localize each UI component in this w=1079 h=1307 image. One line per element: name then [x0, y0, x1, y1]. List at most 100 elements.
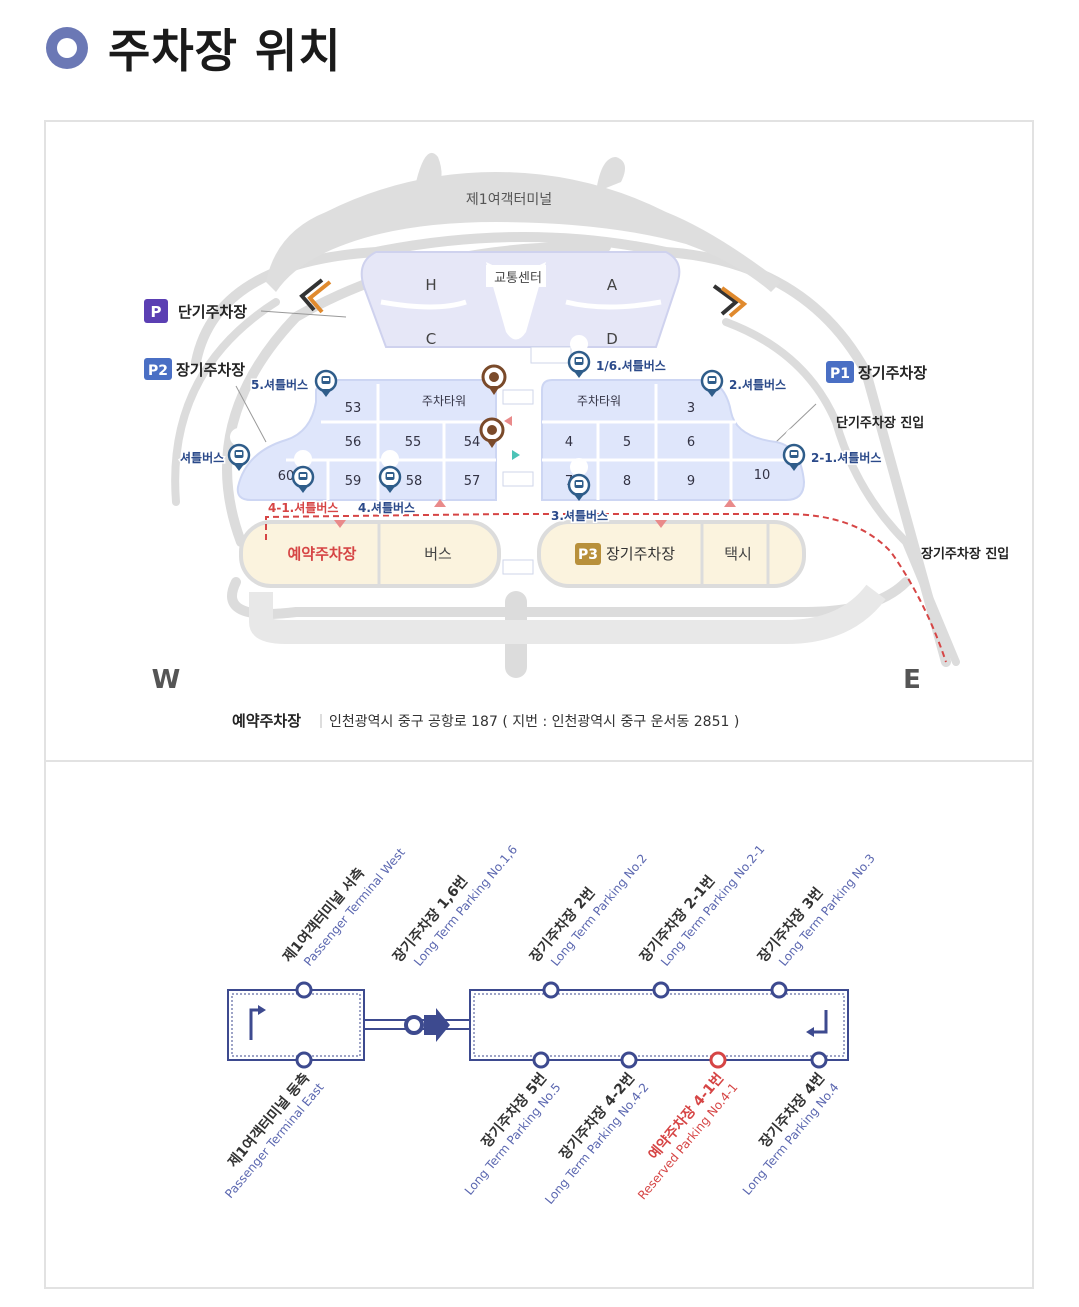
block-6: 6	[687, 435, 695, 450]
start-direction-arrow-icon	[424, 1008, 450, 1042]
leader-line	[775, 403, 817, 443]
short-term-badge-text: P	[151, 303, 162, 321]
shuttle-label-3: 3.셔틀버스	[551, 508, 608, 523]
chevron-right-icon	[712, 284, 748, 318]
block-53: 53	[345, 401, 362, 416]
zone-D: D	[606, 330, 618, 348]
turn-arrow-head-icon	[258, 1005, 266, 1015]
stop-name-en: Long Term Parking No.4	[740, 1080, 842, 1197]
title-bullet-icon	[46, 27, 88, 69]
chevron-left-icon	[299, 278, 332, 314]
long-term-lot-east	[541, 379, 806, 501]
parking-tower-west: 주차타워	[422, 394, 466, 408]
short-term-legend: P 단기주차장	[144, 299, 347, 323]
turn-arrow-left-icon	[249, 1008, 261, 1040]
zone-A: A	[607, 276, 618, 294]
p3-badge-text: P3	[578, 547, 598, 563]
p1-legend: P1 장기주차장	[775, 361, 927, 443]
block-10: 10	[754, 468, 771, 483]
route-stop-icon	[652, 981, 670, 999]
route-stop-icon	[620, 1051, 638, 1069]
bus-area-label: 버스	[424, 545, 452, 563]
stop-name-en: Long Term Parking No.3	[776, 851, 878, 968]
shuttle-label-2: 2.셔틀버스	[729, 377, 786, 392]
block-60: 60	[278, 469, 295, 484]
parking-tower-marker-icon	[481, 364, 507, 395]
stop-name-en: Long Term Parking No.1,6	[411, 843, 520, 969]
long-term-entry-label: 장기주차장 진입	[921, 546, 1009, 562]
page-title: 주차장 위치	[108, 24, 342, 78]
short-term-entry-label: 단기주차장 진입	[836, 415, 924, 431]
route-stop-icon	[295, 1051, 313, 1069]
route-stop-icon	[532, 1051, 550, 1069]
p3-badge-icon	[575, 543, 601, 565]
block-58: 58	[406, 474, 423, 489]
p2-label: 장기주차장	[176, 361, 245, 379]
short-term-label: 단기주차장	[178, 303, 247, 321]
block-59: 59	[345, 474, 362, 489]
block-3: 3	[687, 401, 695, 416]
route-stop-icon	[810, 1051, 828, 1069]
taxi-area-label: 택시	[724, 545, 752, 563]
shuttle-pin-icon	[567, 333, 591, 380]
p2-legend: P2 장기주차장	[144, 358, 267, 443]
block-4: 4	[565, 435, 573, 450]
p1-label: 장기주차장	[858, 364, 927, 382]
stop-name-en: Long Term Parking No.2	[548, 851, 650, 968]
block-5: 5	[623, 435, 631, 450]
shuttle-label-4: 4.셔틀버스	[358, 500, 415, 515]
bottom-lot-east	[537, 520, 806, 588]
stop-name-en: Passenger Terminal East	[222, 1080, 327, 1201]
terminal-pier-east	[596, 157, 625, 192]
page-header: 주차장 위치	[46, 16, 342, 80]
parking-map-panel: 제1여객터미널 교통센터 H A C D P 단기주차장 P2 장기주차장 P1…	[44, 120, 1034, 762]
leader-line	[260, 310, 347, 318]
route-stop-icon	[770, 981, 788, 999]
block-57: 57	[464, 474, 481, 489]
terminal-label: 제1여객터미널	[466, 192, 552, 208]
p1-badge-icon	[826, 361, 854, 383]
parking-tower-east: 주차타워	[577, 394, 621, 408]
route-stop-icon	[295, 981, 313, 999]
bottom-lot-west	[239, 520, 501, 588]
terminal-building	[266, 172, 781, 292]
route-arrows	[334, 416, 736, 528]
stop-name-en: Reserved Parking No.4-1	[635, 1080, 741, 1202]
turn-arrow-right-icon	[812, 1010, 828, 1034]
block-56: 56	[345, 435, 362, 450]
short-term-divider-east	[565, 299, 662, 310]
leader-line	[235, 385, 267, 443]
route-loop	[227, 989, 849, 1061]
block-8: 8	[623, 474, 631, 489]
block-9: 9	[687, 474, 695, 489]
block-55: 55	[405, 435, 422, 450]
shuttle-label-5: 5.셔틀버스	[251, 377, 308, 392]
parking-tower-marker-icon	[479, 417, 505, 448]
address-text: 인천광역시 중구 공항로 187 ( 지번 : 인천광역시 중구 운서동 285…	[329, 714, 739, 730]
stop-name-en: Passenger Terminal West	[301, 845, 408, 969]
reserved-parking-label: 예약주차장	[287, 545, 356, 563]
start-stop-marker-icon	[404, 1015, 424, 1035]
traffic-center-label: 교통센터	[494, 271, 542, 286]
shuttle-label-41: 4-1.셔틀버스	[268, 500, 338, 515]
parking-map: 제1여객터미널 교통센터 H A C D P 단기주차장 P2 장기주차장 P1…	[144, 152, 1009, 730]
p1-badge-text: P1	[830, 366, 850, 382]
zone-C: C	[426, 330, 436, 348]
stop-name-en: Long Term Parking No.5	[462, 1080, 564, 1197]
shuttle-label-21: 2-1.셔틀버스	[811, 450, 881, 465]
compass-west: W	[152, 665, 181, 695]
route-stop-icon	[709, 1051, 727, 1069]
shuttle-label-general: 셔틀버스	[180, 450, 224, 465]
p2-badge-icon	[144, 358, 172, 380]
zone-H: H	[425, 276, 436, 294]
